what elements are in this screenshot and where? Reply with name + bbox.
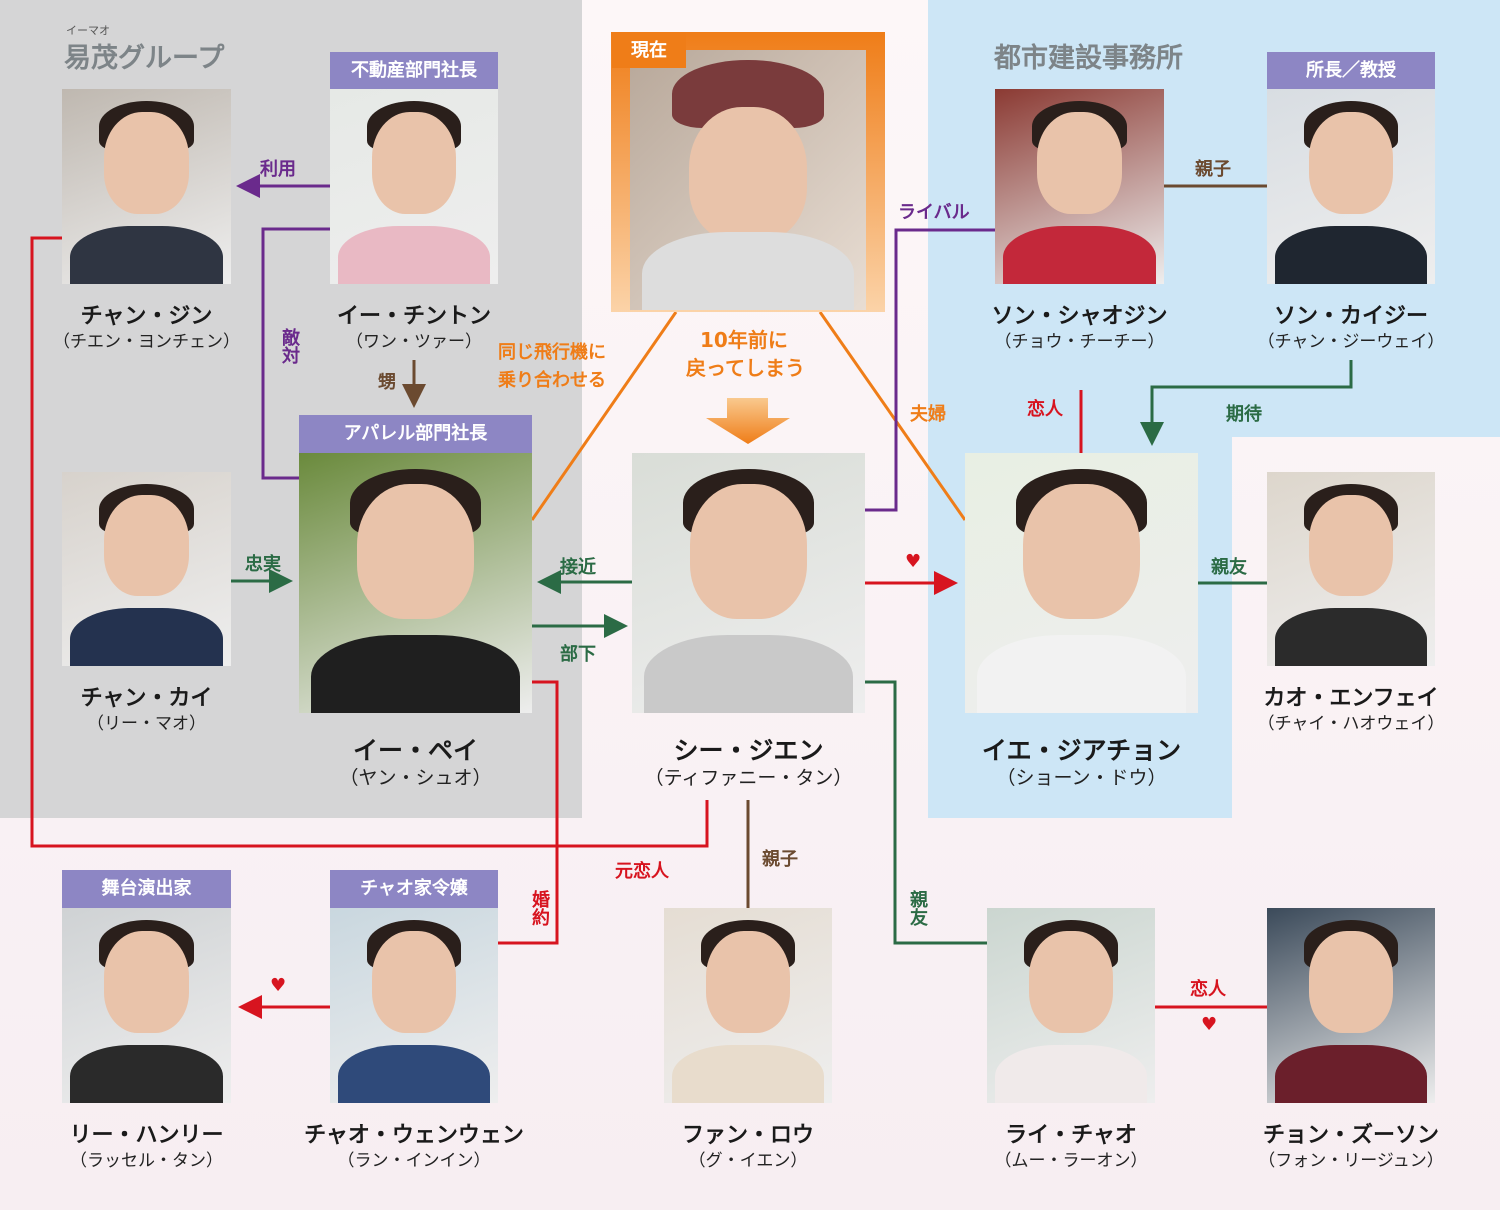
character-photo[interactable] <box>62 472 231 666</box>
label-best-friend2: 親友 <box>907 890 928 926</box>
actor-name: （ラン・インイン） <box>337 1151 491 1171</box>
character-name: ソン・カイジー <box>1273 303 1428 329</box>
actor-name: （チャイ・ハオウェイ） <box>1257 714 1445 734</box>
label-rival: ライバル <box>898 202 970 223</box>
character-name: ファン・ロウ <box>681 1122 814 1148</box>
label-ex-lover: 元恋人 <box>615 861 669 882</box>
actor-name: （チエン・ヨンチェン） <box>53 332 240 352</box>
actor-name: （ヤン・シュオ） <box>339 767 492 789</box>
group-title-city: 都市建設事務所 <box>994 43 1183 74</box>
actor-name: （リー・マオ） <box>87 714 206 734</box>
role-label: 不動産部門社長 <box>330 52 498 89</box>
label-use: 利用 <box>260 159 296 180</box>
character-name: イー・ペイ <box>352 736 478 765</box>
character-photo[interactable] <box>330 908 498 1103</box>
character-name: チャオ・ウェンウェン <box>304 1122 524 1148</box>
character-photo[interactable] <box>664 908 832 1103</box>
character-name: チャン・カイ <box>80 685 213 711</box>
label-back2: 戻ってしまう <box>686 356 805 380</box>
character-photo[interactable] <box>965 453 1198 713</box>
character-name: チャン・ジン <box>80 303 213 329</box>
character-name: カオ・エンフェイ <box>1263 685 1439 711</box>
label-approach: 接近 <box>560 557 596 578</box>
label-subordinate: 部下 <box>560 644 596 665</box>
line-ex-lover <box>30 236 709 848</box>
photo-present-shi-jian <box>630 50 866 310</box>
actor-name: （ショーン・ドウ） <box>996 767 1167 789</box>
character-photo[interactable] <box>1267 472 1435 666</box>
character-photo[interactable] <box>299 453 532 713</box>
character-photo[interactable] <box>632 453 865 713</box>
character-photo[interactable] <box>987 908 1155 1103</box>
line-hostile <box>261 227 330 480</box>
group-ruby: イーマオ <box>66 24 110 37</box>
character-name: ライ・チャオ <box>1005 1122 1137 1148</box>
character-name: リー・ハンリー <box>69 1122 224 1148</box>
label-back: 10年前に <box>700 328 788 352</box>
label-expect: 期待 <box>1226 404 1262 425</box>
character-photo[interactable] <box>995 89 1164 284</box>
label-nephew: 甥 <box>378 372 396 393</box>
character-name: イー・チントン <box>336 303 491 329</box>
character-photo[interactable] <box>62 908 231 1103</box>
heart-icon: ♥ <box>1201 1014 1218 1035</box>
line-plane <box>530 311 678 521</box>
label-same-plane: 同じ飛行機に <box>498 342 606 363</box>
actor-name: （グ・イエン） <box>688 1151 808 1171</box>
label-loyal: 忠実 <box>245 554 281 575</box>
character-name: チョン・ズーソン <box>1262 1122 1439 1148</box>
character-photo[interactable] <box>1267 89 1435 284</box>
label-best-friend: 親友 <box>1211 557 1247 578</box>
heart-icon: ♥ <box>270 975 287 996</box>
label-parent-child2: 親子 <box>762 849 798 870</box>
character-name: イエ・ジアチョン <box>981 736 1182 765</box>
down-arrow-icon <box>706 398 790 444</box>
label-parent-child: 親子 <box>1195 159 1231 180</box>
line-expect <box>1140 360 1353 446</box>
actor-name: （チョウ・チーチー） <box>994 332 1165 352</box>
group-title-yimao: 易茂グループ <box>64 43 225 74</box>
role-label: アパレル部門社長 <box>299 415 532 453</box>
heart-icon: ♥ <box>905 551 922 572</box>
label-lovers2: 恋人 <box>1190 979 1226 1000</box>
line-engaged <box>498 680 559 945</box>
label-hostile: 敵対 <box>279 328 300 364</box>
role-label: 所長／教授 <box>1267 52 1435 89</box>
role-label: 舞台演出家 <box>62 870 231 908</box>
character-photo[interactable] <box>1267 908 1435 1103</box>
actor-name: （ワン・ツァー） <box>346 332 482 352</box>
line-rival <box>865 228 995 512</box>
label-engaged: 婚約 <box>529 890 550 926</box>
actor-name: （フォン・リージュン） <box>1258 1151 1444 1171</box>
label-couple: 夫婦 <box>910 404 946 425</box>
role-label: チャオ家令嬢 <box>330 870 498 908</box>
character-photo[interactable] <box>62 89 231 284</box>
actor-name: （ラッセル・タン） <box>70 1151 223 1171</box>
character-name: ソン・シャオジン <box>991 303 1168 329</box>
label-same-plane2: 乗り合わせる <box>498 370 606 391</box>
line-couple <box>818 311 967 521</box>
actor-name: （ティファニー・タン） <box>644 767 853 789</box>
present-label: 現在 <box>612 33 686 68</box>
character-photo[interactable] <box>330 89 498 284</box>
line-best-friend2 <box>865 680 987 945</box>
actor-name: （チャン・ジーウェイ） <box>1257 332 1445 352</box>
label-lovers: 恋人 <box>1027 399 1063 420</box>
character-name: シー・ジエン <box>673 736 824 765</box>
actor-name: （ムー・ラーオン） <box>994 1151 1148 1171</box>
